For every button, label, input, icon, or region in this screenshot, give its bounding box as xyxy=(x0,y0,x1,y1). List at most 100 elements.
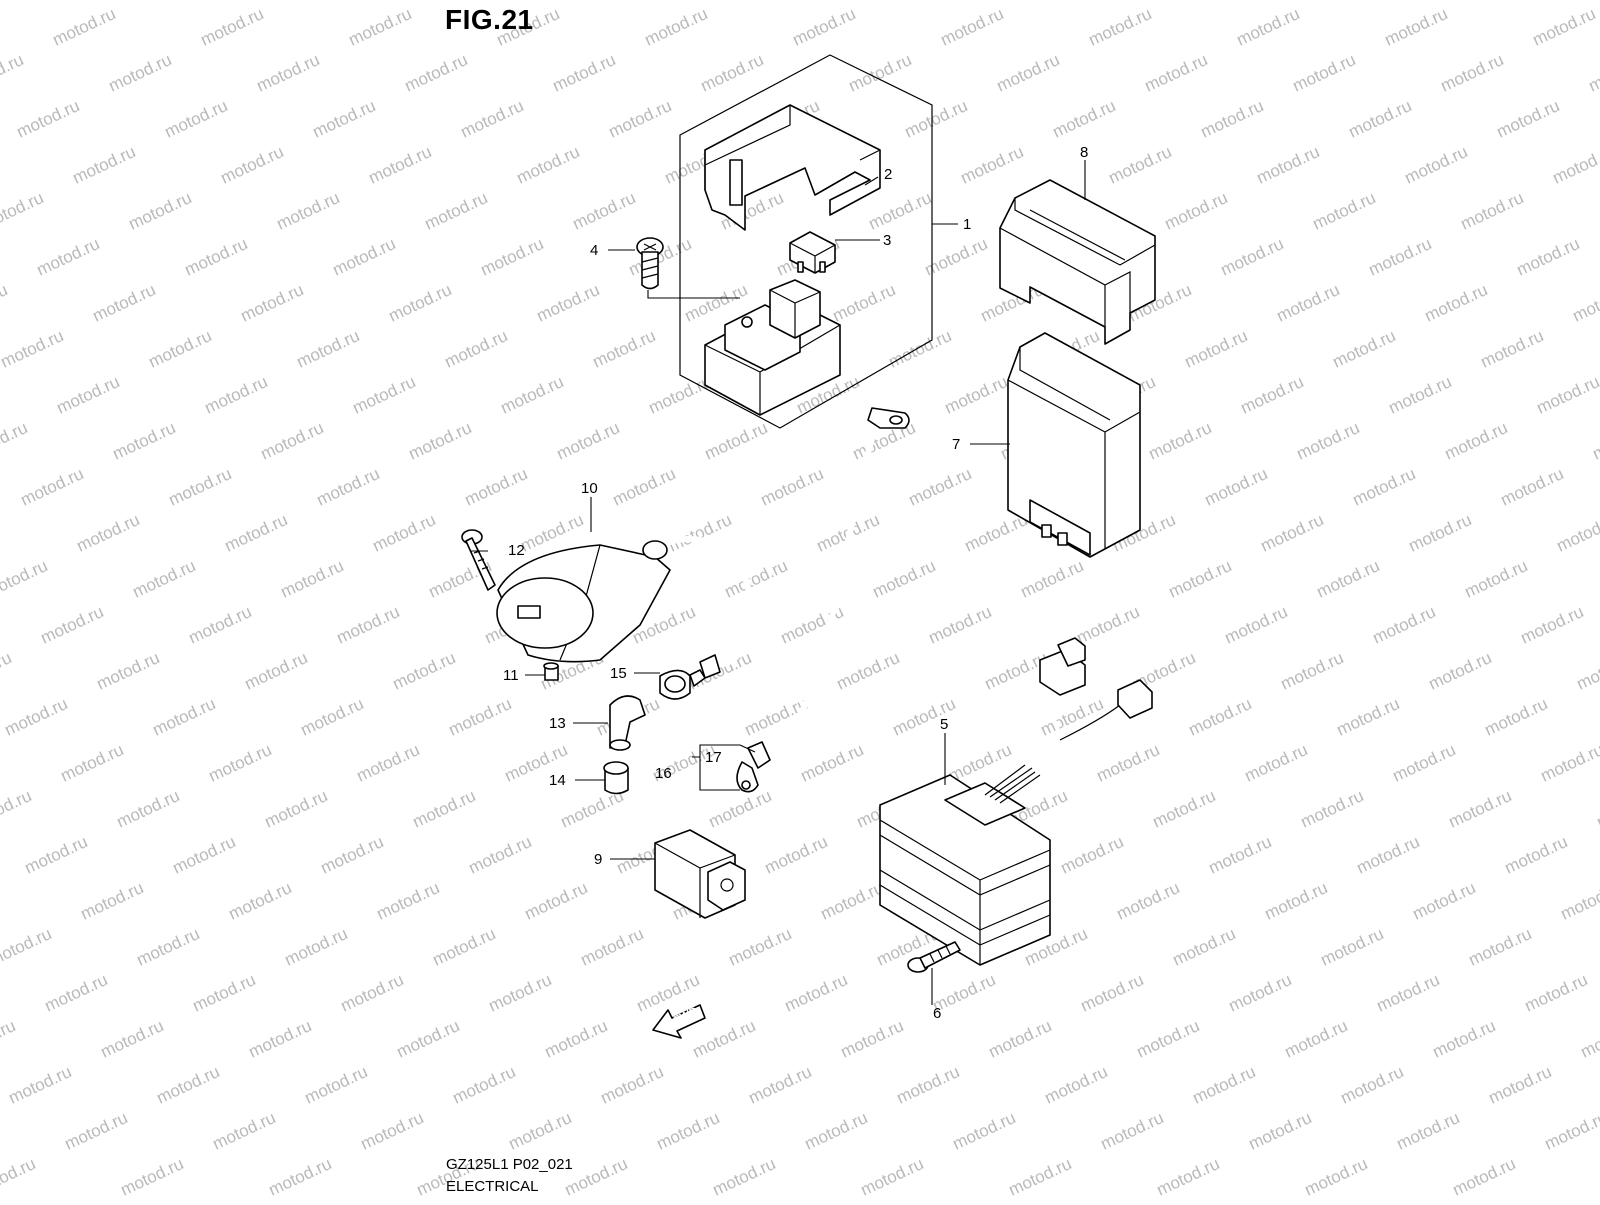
watermark-text: motod.ru xyxy=(94,648,163,694)
watermark-text: motod.ru xyxy=(1590,418,1600,464)
watermark-text: motod.ru xyxy=(146,326,215,372)
watermark-text: motod.ru xyxy=(506,1108,575,1154)
watermark-text: motod.ru xyxy=(1198,96,1267,142)
watermark-text: motod.ru xyxy=(1382,4,1451,50)
watermark-text: motod.ru xyxy=(1074,602,1143,648)
watermark-text: motod.ru xyxy=(570,188,639,234)
watermark-text: motod.ru xyxy=(0,556,50,602)
watermark-text: motod.ru xyxy=(0,326,66,372)
cap-11-part xyxy=(543,662,559,681)
callout-13: 13 xyxy=(549,715,566,732)
cover-8-part xyxy=(999,179,1156,345)
watermark-text: motod.ru xyxy=(450,1062,519,1108)
watermark-text: motod.ru xyxy=(62,1108,131,1154)
callout-12: 12 xyxy=(508,542,525,559)
watermark-text: motod.ru xyxy=(154,1062,223,1108)
watermark-text: motod.ru xyxy=(642,4,711,50)
relay-cover-part xyxy=(704,104,881,231)
watermark-text: motod.ru xyxy=(1314,556,1383,602)
watermark-text: motod.ru xyxy=(1538,740,1600,786)
watermark-text: motod.ru xyxy=(406,418,475,464)
leader-lines xyxy=(470,160,1086,1005)
watermark-text: motod.ru xyxy=(54,372,123,418)
watermark-text: motod.ru xyxy=(950,1108,1019,1154)
watermark-text: motod.ru xyxy=(1318,924,1387,970)
watermark-text: motod.ru xyxy=(818,878,887,924)
ecm-7-part xyxy=(1007,332,1141,558)
watermark-text: motod.ru xyxy=(534,280,603,326)
callout-3: 3 xyxy=(883,232,891,249)
watermark-text: motod.ru xyxy=(222,510,291,556)
fuse-part xyxy=(789,231,836,274)
watermark-text: motod.ru xyxy=(130,556,199,602)
watermark-text: motod.ru xyxy=(226,878,295,924)
callout-11: 11 xyxy=(503,667,519,684)
watermark-text: motod.ru xyxy=(6,1062,75,1108)
watermark-text: motod.ru xyxy=(338,970,407,1016)
callout-1: 1 xyxy=(963,216,971,233)
watermark-text: motod.ru xyxy=(830,280,899,326)
watermark-text: motod.ru xyxy=(386,280,455,326)
watermark-text: motod.ru xyxy=(1222,602,1291,648)
watermark-text: motod.ru xyxy=(1170,924,1239,970)
watermark-text: motod.ru xyxy=(1502,832,1571,878)
callout-2: 2 xyxy=(884,166,892,183)
watermark-text: motod.ru xyxy=(1282,1016,1351,1062)
watermark-text: motod.ru xyxy=(698,50,767,96)
watermark-text: motod.ru xyxy=(350,372,419,418)
relay-body-part xyxy=(704,279,841,416)
watermark-text: motod.ru xyxy=(0,418,30,464)
watermark-text: motod.ru xyxy=(1274,280,1343,326)
watermark-text: motod.ru xyxy=(0,648,14,694)
watermark-text: motod.ru xyxy=(1114,878,1183,924)
watermark-text: motod.ru xyxy=(1242,740,1311,786)
watermark-text: motod.ru xyxy=(206,740,275,786)
watermark-text: motod.ru xyxy=(550,50,619,96)
watermark-text: motod.ru xyxy=(1186,694,1255,740)
watermark-text: motod.ru xyxy=(1514,234,1583,280)
watermark-text: motod.ru xyxy=(1482,694,1551,740)
watermark-text: motod.ru xyxy=(430,924,499,970)
watermark-text: motod.ru xyxy=(162,96,231,142)
seal-14-part xyxy=(603,761,629,795)
watermark-text: motod.ru xyxy=(942,372,1011,418)
watermark-text: motod.ru xyxy=(1430,1016,1499,1062)
watermark-text: motod.ru xyxy=(1518,602,1587,648)
watermark-text: motod.ru xyxy=(50,4,119,50)
watermark-text: motod.ru xyxy=(1486,1062,1555,1108)
watermark-text: motod.ru xyxy=(1466,924,1535,970)
watermark-text: motod.ru xyxy=(1438,50,1507,96)
watermark-text: motod.ru xyxy=(22,832,91,878)
watermark-text: motod.ru xyxy=(1442,418,1511,464)
watermark-text: motod.ru xyxy=(1462,556,1531,602)
watermark-text: motod.ru xyxy=(1422,280,1491,326)
watermark-text: motod.ru xyxy=(886,326,955,372)
watermark-text: motod.ru xyxy=(114,786,183,832)
connector-9-part xyxy=(654,829,746,919)
watermark-text: motod.ru xyxy=(182,234,251,280)
watermark-text: motod.ru xyxy=(198,4,267,50)
watermark-text: motod.ru xyxy=(1302,1154,1371,1200)
callout-9: 9 xyxy=(594,851,602,868)
watermark-text: motod.ru xyxy=(0,924,54,970)
watermark-text: motod.ru xyxy=(370,510,439,556)
watermark-text: motod.ru xyxy=(902,96,971,142)
watermark-text: motod.ru xyxy=(1106,142,1175,188)
watermark-text: motod.ru xyxy=(266,1154,335,1200)
watermark-text: motod.ru xyxy=(870,556,939,602)
watermark-text: motod.ru xyxy=(1258,510,1327,556)
watermark-text: motod.ru xyxy=(1150,786,1219,832)
watermark-text: motod.ru xyxy=(746,1062,815,1108)
watermark-text: motod.ru xyxy=(74,510,143,556)
watermark-text: motod.ru xyxy=(358,1108,427,1154)
watermark-text: motod.ru xyxy=(1154,1154,1223,1200)
watermark-text: motod.ru xyxy=(1450,1154,1519,1200)
watermark-text: motod.ru xyxy=(106,50,175,96)
watermark-text: motod.ru xyxy=(1142,50,1211,96)
watermark-text: motod.ru xyxy=(1018,556,1087,602)
watermark-text: motod.ru xyxy=(590,326,659,372)
watermark-text: motod.ru xyxy=(498,372,567,418)
callout-15: 15 xyxy=(610,665,627,682)
watermark-text: motod.ru xyxy=(802,1108,871,1154)
watermark-text: motod.ru xyxy=(1534,372,1600,418)
